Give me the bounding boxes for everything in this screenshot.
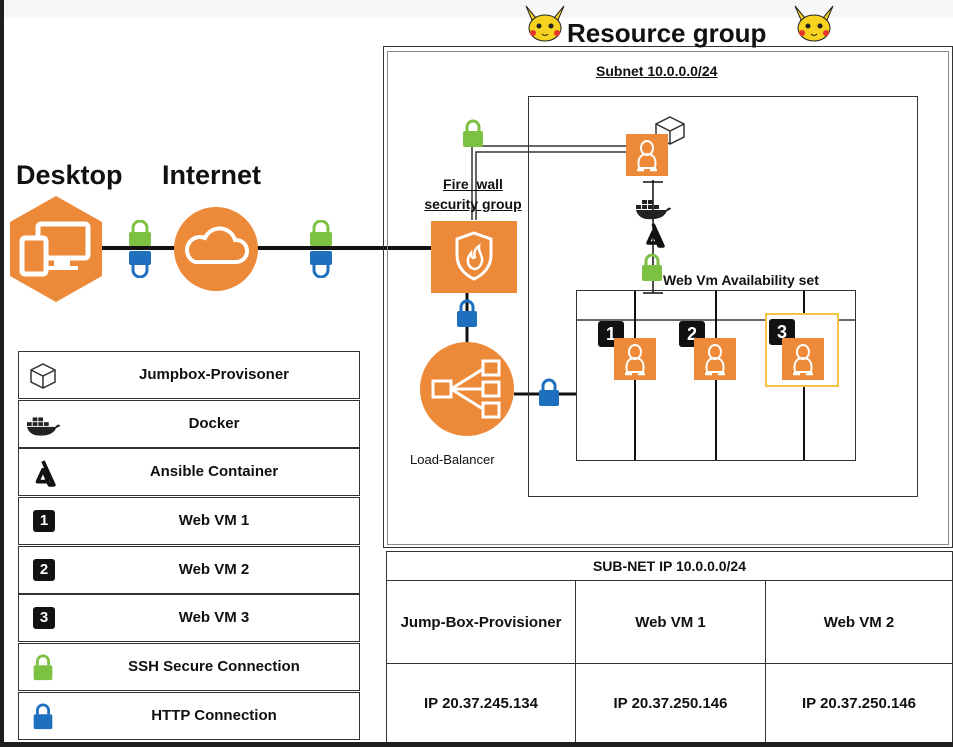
desktop-icon: [10, 196, 102, 302]
ansible-icon: [646, 223, 665, 248]
green-lock-icon: [642, 253, 662, 281]
table-header: SUB-NET IP 10.0.0.0/24: [386, 551, 953, 581]
firewall-label-line1: Fire wall: [443, 176, 503, 192]
docker-icon: [27, 417, 61, 436]
window-edge-bottom: [0, 742, 953, 747]
availability-set-label: Web Vm Availability set: [663, 272, 819, 288]
vm-number-1-badge: 1: [598, 321, 624, 347]
internet-cloud-icon: [174, 207, 258, 291]
blue-lock-icon: [539, 378, 559, 406]
firewall-label-line2: security group: [424, 196, 522, 212]
table-column-header: Web VM 2: [765, 580, 953, 664]
firewall-icon: [431, 221, 517, 293]
resource-group-title: Resource group: [567, 18, 767, 48]
availability-set-box: [576, 290, 856, 461]
legend-label: Jumpbox-Provisoner: [138, 366, 290, 383]
linux-vm-icon: [626, 134, 668, 176]
legend-label: Docker: [188, 415, 240, 432]
legend-label: Web VM 3: [178, 609, 250, 626]
linux-vm-icon: [782, 338, 824, 380]
number-1-icon: 1: [33, 510, 55, 532]
pikachu-icon: [525, 5, 565, 42]
table-cell-ip: IP 20.37.250.146: [575, 663, 766, 743]
internet-label: Internet: [162, 160, 262, 190]
cube-icon: [30, 363, 56, 389]
number-2-icon: 2: [33, 559, 55, 581]
subnet-box: [528, 96, 918, 497]
top-strip: [4, 0, 953, 18]
pikachu-icon: [794, 5, 834, 42]
legend-label: Web VM 1: [178, 512, 250, 529]
blue-lock-icon: [33, 703, 53, 730]
legend-label: HTTP Connection: [151, 707, 277, 724]
legend-row-http: HTTP Connection: [18, 692, 360, 740]
number-3-icon: 3: [33, 607, 55, 629]
legend-row-docker: Docker: [18, 400, 360, 448]
legend-row-ssh: SSH Secure Connection: [18, 643, 360, 691]
docker-icon: [636, 200, 671, 220]
linux-vm-icon: [694, 338, 736, 380]
table-column-header: Web VM 1: [575, 580, 766, 664]
ssh-http-lock-pair: [310, 220, 332, 278]
legend-label: Web VM 2: [178, 561, 250, 578]
load-balancer-icon: [420, 342, 514, 436]
linux-vm-icon: [614, 338, 656, 380]
desktop-label: Desktop: [16, 160, 123, 190]
green-lock-icon: [463, 119, 483, 147]
table-cell-ip: IP 20.37.250.146: [765, 663, 953, 743]
load-balancer-label: Load-Balancer: [410, 452, 495, 467]
legend-row-web-vm-1: 1 Web VM 1: [18, 497, 360, 545]
table-cell-ip: IP 20.37.245.134: [386, 663, 576, 743]
legend-row-web-vm-3: 3 Web VM 3: [18, 594, 360, 642]
ssh-http-lock-pair: [129, 220, 151, 278]
firewall-label: Fire wall security group: [412, 174, 534, 214]
subnet-title: Subnet 10.0.0.0/24: [596, 63, 718, 79]
window-edge-left: [0, 0, 4, 747]
legend-label: Ansible Container: [149, 463, 279, 480]
green-lock-icon: [33, 654, 53, 681]
table-column-header: Jump-Box-Provisioner: [386, 580, 576, 664]
legend-row-ansible: Ansible Container: [18, 448, 360, 496]
ansible-icon: [35, 460, 56, 487]
legend-row-web-vm-2: 2 Web VM 2: [18, 546, 360, 594]
legend-label: SSH Secure Connection: [128, 658, 300, 675]
blue-lock-icon: [457, 299, 477, 327]
resource-group-inner-border: [387, 51, 949, 545]
legend-row-jumpbox: Jumpbox-Provisoner: [18, 351, 360, 399]
